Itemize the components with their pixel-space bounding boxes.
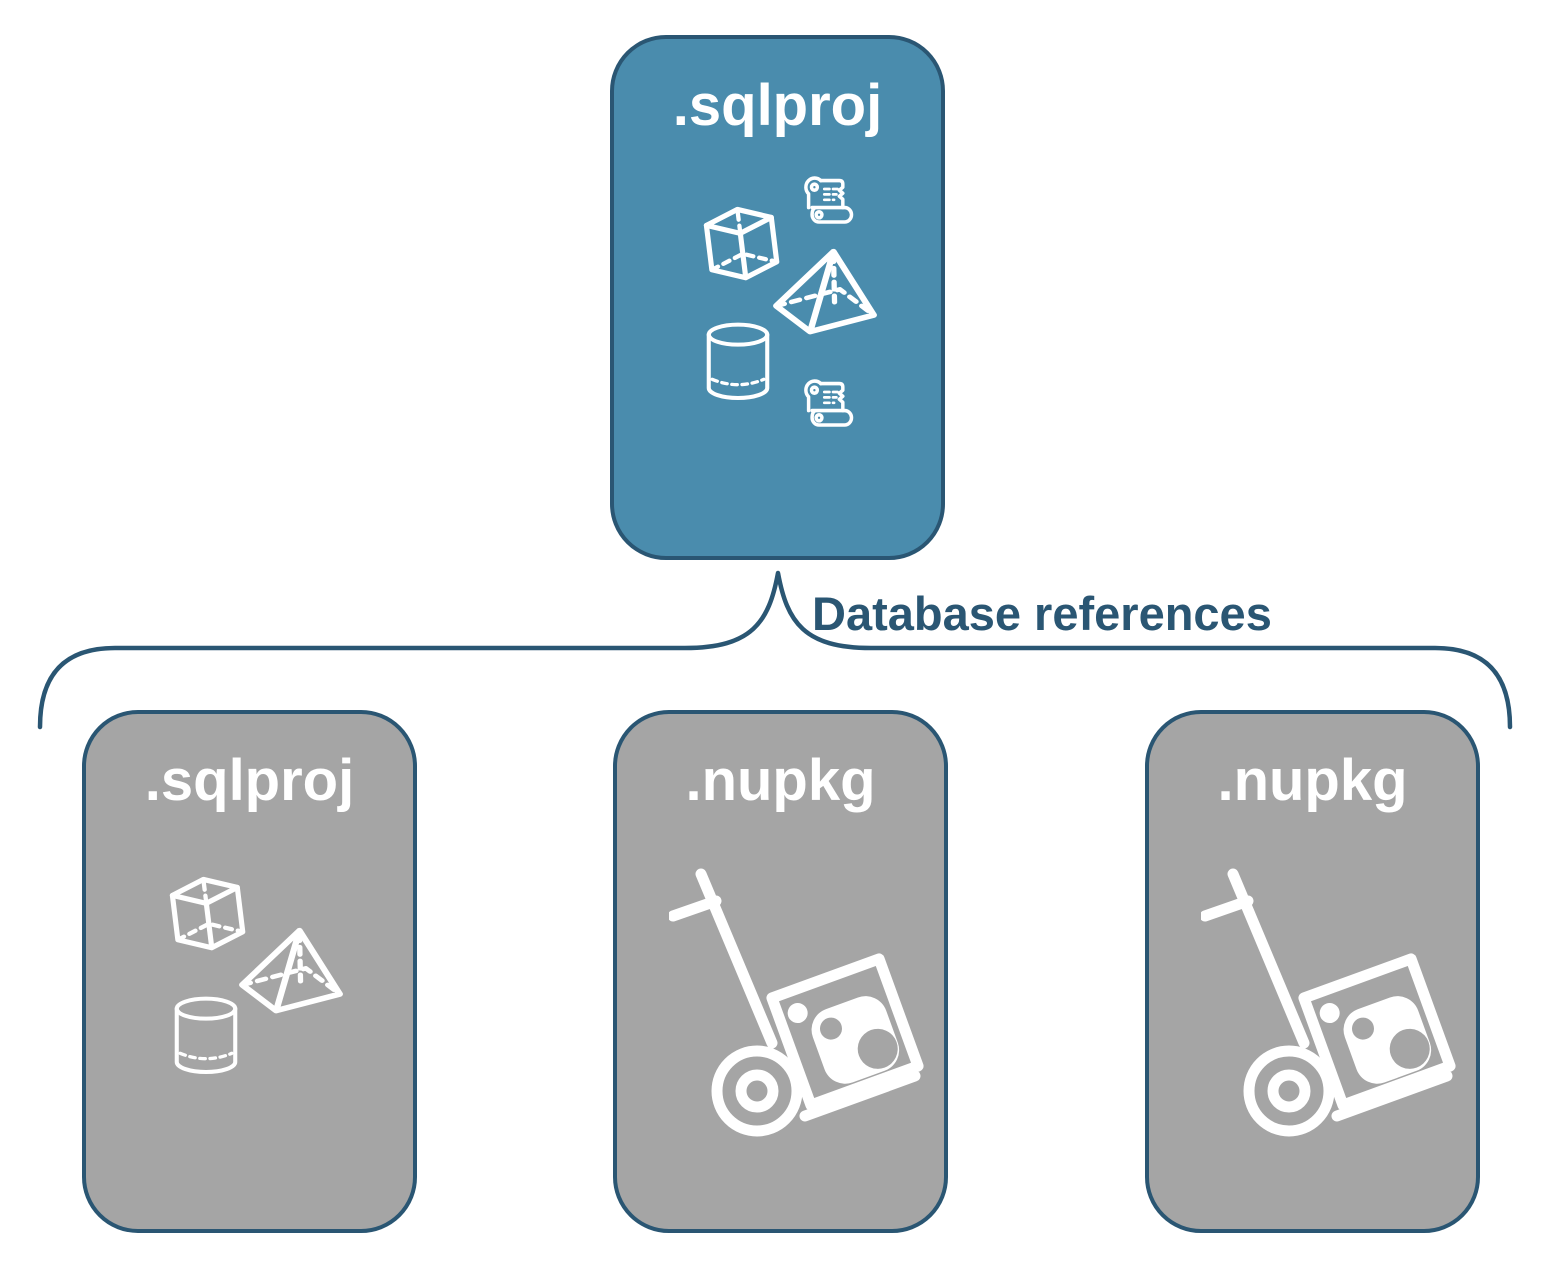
cylinder-icon [172, 996, 240, 1076]
child-box-nupkg-1: .nupkg [613, 710, 948, 1233]
child-box-title: .sqlproj [144, 748, 355, 813]
cylinder-icon [704, 322, 772, 402]
child-box-nupkg-2: .nupkg [1145, 710, 1480, 1233]
nuget-handtruck-icon [1201, 860, 1457, 1160]
child-box-sqlproj: .sqlproj [82, 710, 417, 1233]
script-scroll-icon [797, 377, 855, 437]
root-box-title: .sqlproj [672, 73, 883, 138]
brace-connector [37, 570, 1513, 730]
child-box-title: .nupkg [685, 748, 876, 813]
pyramid-icon [238, 926, 344, 1018]
child-box-title: .nupkg [1217, 748, 1408, 813]
root-box-sqlproj: .sqlproj [610, 35, 945, 560]
pyramid-icon [772, 247, 878, 339]
connector-label: Database references [812, 587, 1272, 640]
nuget-handtruck-icon [669, 860, 925, 1160]
script-scroll-icon [797, 174, 855, 234]
